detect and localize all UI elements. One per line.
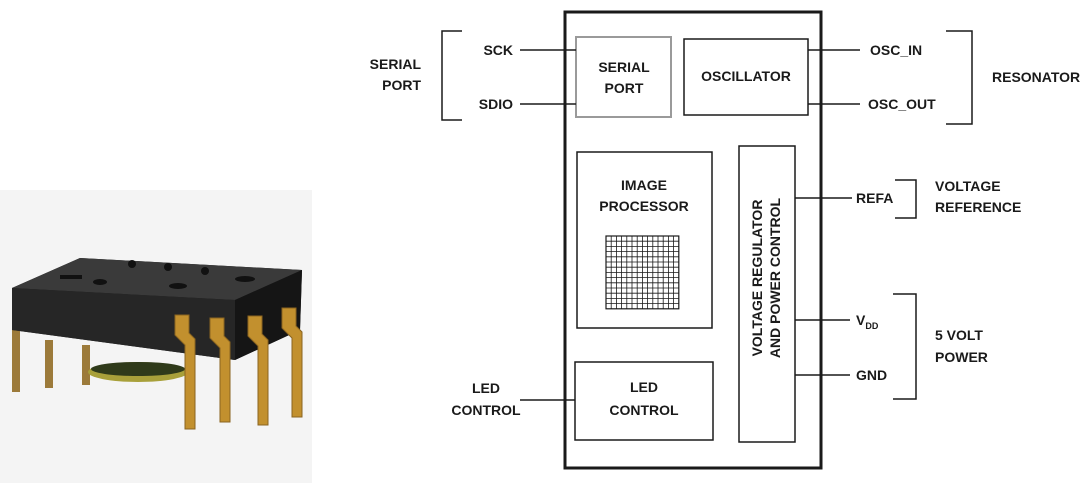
group-serial-port-label-2: PORT: [382, 77, 421, 93]
pin-osc-in-label: OSC_IN: [870, 42, 922, 58]
group-resonator-label: RESONATOR: [992, 69, 1080, 85]
oscillator-block: OSCILLATOR: [684, 39, 808, 115]
serial-port-block: SERIAL PORT: [576, 37, 671, 117]
pixel-array-grid-icon: [606, 236, 679, 309]
oscillator-label: OSCILLATOR: [701, 68, 791, 84]
resonator-bracket: [946, 31, 972, 124]
pin-osc-out-label: OSC_OUT: [868, 96, 936, 112]
led-control-box: [575, 362, 713, 440]
image-processor-label-2: PROCESSOR: [599, 198, 688, 214]
led-control-block-label-1: LED: [630, 379, 658, 395]
voltage-reference-bracket: [895, 180, 916, 218]
serial-port-block-label-2: PORT: [605, 80, 644, 96]
group-led-control-label-2: CONTROL: [451, 402, 521, 418]
serial-port-bracket: [442, 31, 462, 120]
pin-vdd-label: VDD: [856, 312, 879, 331]
pin-refa-label: REFA: [856, 190, 893, 206]
serial-port-block-label-1: SERIAL: [598, 59, 650, 75]
group-power-label-1: 5 VOLT: [935, 327, 983, 343]
chip-package-illustration: [0, 190, 312, 483]
group-led-control-label-1: LED: [472, 380, 500, 396]
image-processor-label-1: IMAGE: [621, 177, 667, 193]
serial-port-box: [576, 37, 671, 117]
image-processor-block: IMAGE PROCESSOR: [577, 152, 712, 328]
voltage-regulator-label-2: AND POWER CONTROL: [767, 197, 783, 358]
led-control-block: LED CONTROL: [575, 362, 713, 440]
led-control-block-label-2: CONTROL: [609, 402, 679, 418]
pin-gnd-label: GND: [856, 367, 887, 383]
group-serial-port-label-1: SERIAL: [370, 56, 422, 72]
group-brackets: [442, 31, 972, 399]
voltage-regulator-block: VOLTAGE REGULATOR AND POWER CONTROL: [739, 146, 795, 442]
group-voltage-reference-label-1: VOLTAGE: [935, 178, 1001, 194]
pin-connection-lines: [520, 50, 860, 400]
power-bracket: [893, 294, 916, 399]
group-power-label-2: POWER: [935, 349, 988, 365]
pin-vdd-subscript: DD: [865, 321, 878, 331]
pin-sdio-label: SDIO: [479, 96, 513, 112]
pin-sck-label: SCK: [483, 42, 513, 58]
voltage-regulator-label-1: VOLTAGE REGULATOR: [749, 200, 765, 357]
group-voltage-reference-label-2: REFERENCE: [935, 199, 1021, 215]
